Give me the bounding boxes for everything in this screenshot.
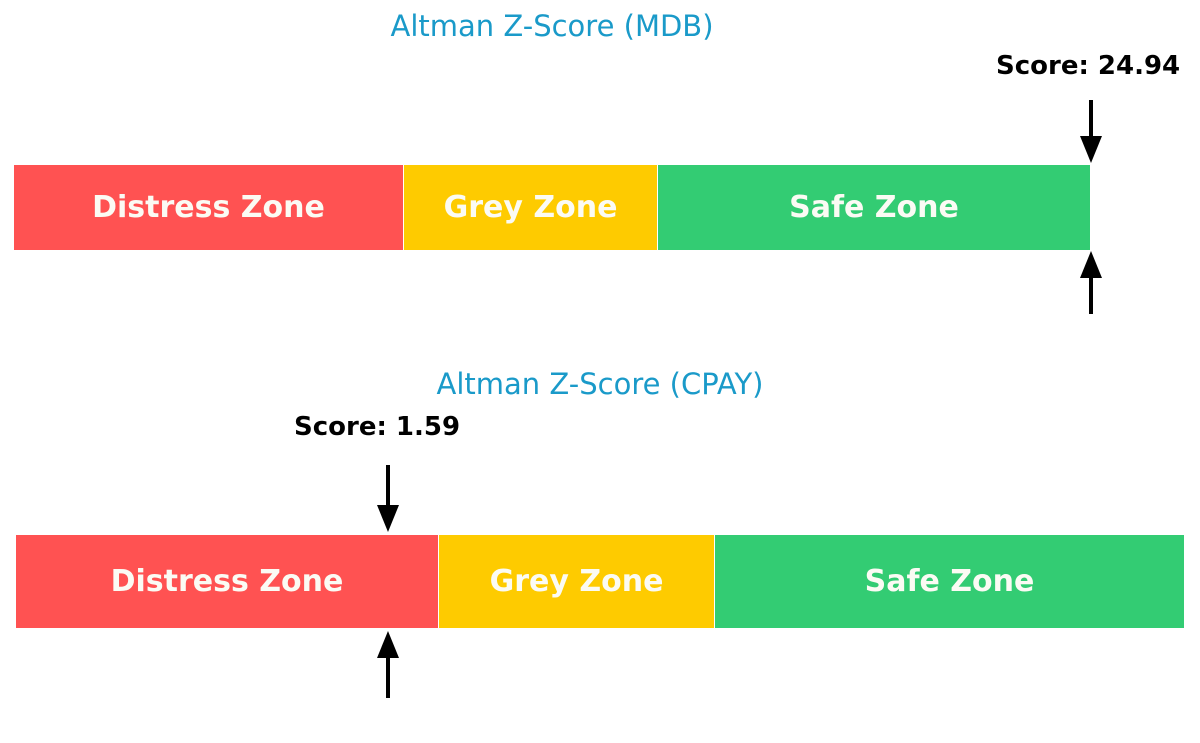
grey-zone: Grey Zone: [404, 165, 657, 250]
safe-zone: Safe Zone: [715, 535, 1184, 628]
safe-zone: Safe Zone: [658, 165, 1090, 250]
chart-title: Altman Z-Score (MDB): [390, 9, 714, 43]
arrow-up-icon: [377, 631, 399, 698]
arrow-down-icon: [1080, 100, 1102, 163]
distress-zone: Distress Zone: [14, 165, 403, 250]
chart-title: Altman Z-Score (CPAY): [436, 367, 764, 401]
distress-zone: Distress Zone: [16, 535, 438, 628]
score-label: Score: 1.59: [294, 412, 461, 442]
arrow-down-icon: [377, 465, 399, 532]
zone-label: Safe Zone: [864, 564, 1035, 599]
zone-label: Grey Zone: [443, 190, 618, 225]
grey-zone: Grey Zone: [439, 535, 714, 628]
zone-label: Grey Zone: [489, 564, 664, 599]
zone-label: Distress Zone: [110, 564, 344, 599]
zone-label: Safe Zone: [789, 190, 959, 225]
zone-label: Distress Zone: [92, 190, 325, 225]
score-label: Score: 24.94: [996, 51, 1181, 81]
arrow-up-icon: [1080, 251, 1102, 314]
